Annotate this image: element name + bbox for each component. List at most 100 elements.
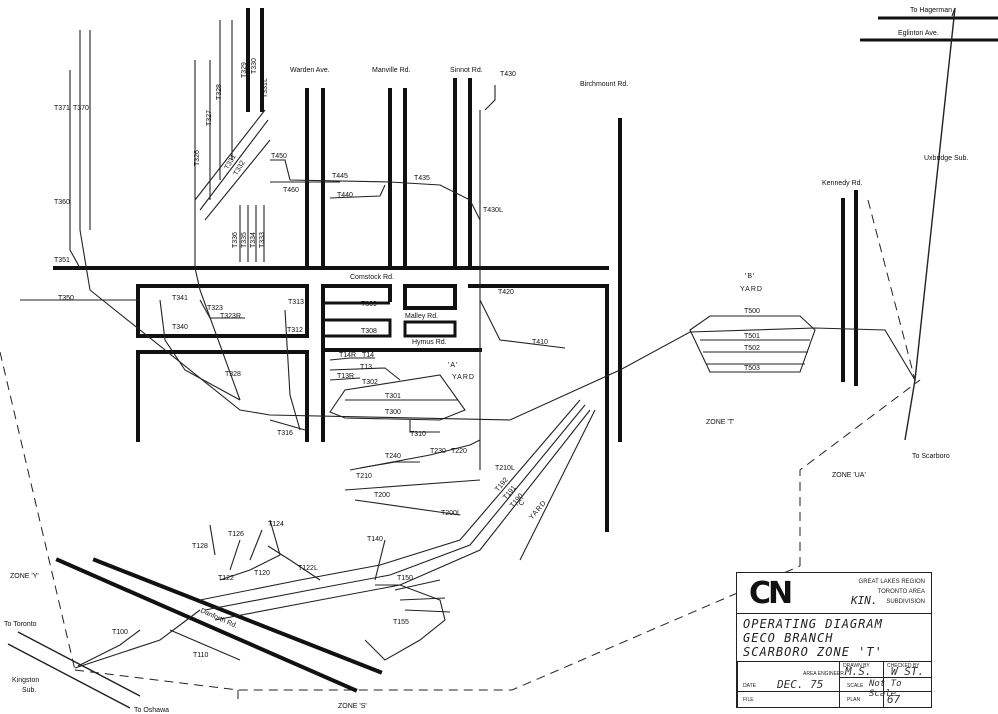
- zone-ua-label: ZONE 'UA': [832, 472, 866, 479]
- scale-value: Not To Scale: [869, 679, 902, 699]
- kennedy-rd-label: Kennedy Rd.: [822, 180, 863, 187]
- track-t140: T140: [367, 536, 383, 543]
- track-t128: T128: [192, 543, 208, 550]
- track-t120: T120: [254, 570, 270, 577]
- track-t150: T150: [397, 575, 413, 582]
- track-t312: T312: [287, 327, 303, 334]
- track-t240: T240: [385, 453, 401, 460]
- track-t230: T230: [430, 448, 446, 455]
- kingston-label: Kingston: [12, 677, 39, 684]
- subdivision-label: SUBDIVISION: [886, 599, 925, 605]
- track-t323: T323: [207, 305, 223, 312]
- track-t450: T450: [271, 153, 287, 160]
- track-t100: T100: [112, 629, 128, 636]
- area-engineer-label: AREA ENGINEER: [803, 671, 844, 677]
- track-t335: T335: [241, 232, 248, 248]
- track-t313: T313: [288, 299, 304, 306]
- track-t328: T328: [225, 371, 241, 378]
- title-line-3: SCARBORO ZONE 'T': [743, 645, 883, 659]
- track-t309: T309: [361, 301, 377, 308]
- cn-logo: CN: [749, 576, 793, 611]
- track-t336: T336: [232, 232, 239, 248]
- divider: [839, 661, 840, 707]
- file-label: FILE: [743, 697, 754, 703]
- drawn-by-label: DRAWN BY: [843, 663, 870, 669]
- track-t351: T351: [54, 257, 70, 264]
- track-t430: T430: [500, 71, 516, 78]
- track-t155: T155: [393, 619, 409, 626]
- track-t200: T200: [374, 492, 390, 499]
- track-t370: T370: [73, 105, 89, 112]
- divider: [883, 661, 884, 707]
- track-t210: T210: [356, 473, 372, 480]
- north-arrow: [951, 7, 956, 17]
- track-t329: T329: [241, 62, 248, 78]
- comstock-rd-label: Comstock Rd.: [350, 274, 394, 281]
- checked-by-value: W ST.: [891, 665, 925, 678]
- track-t323r: T323R: [220, 313, 241, 320]
- eglinton-ave-label: Eglinton Ave.: [898, 30, 939, 37]
- track-t460: T460: [283, 187, 299, 194]
- divider: [737, 661, 931, 662]
- track-t420: T420: [498, 289, 514, 296]
- sinnot-rd-label: Sinnot Rd.: [450, 67, 483, 74]
- to-toronto-label: To Toronto: [4, 621, 37, 628]
- track-t210l: T210L: [495, 465, 515, 472]
- manville-rd-label: Manville Rd.: [372, 67, 411, 74]
- track-t122: T122: [218, 575, 234, 582]
- uxbridge-sub-label: Uxbridge Sub.: [924, 155, 968, 162]
- plan-label: PLAN: [847, 697, 861, 703]
- track-t14r: T14R: [339, 352, 356, 359]
- date-label: DATE: [743, 683, 756, 689]
- track-t501: T501: [744, 333, 760, 340]
- track-t122l: T122L: [298, 565, 318, 572]
- track-t334: T334: [250, 232, 257, 248]
- track-t360: T360: [54, 199, 70, 206]
- track-t440: T440: [337, 192, 353, 199]
- plan-value: 67: [887, 693, 901, 706]
- track-t503: T503: [744, 365, 760, 372]
- track-t13r: T13R: [337, 373, 354, 380]
- zone-labels: ZONE 'Y' ZONE 'T' ZONE 'UA' ZONE 'S': [10, 419, 866, 710]
- track-t301: T301: [385, 393, 401, 400]
- road-labels: Warden Ave. Manville Rd. Sinnot Rd. Birc…: [4, 7, 968, 714]
- track-t330: T330: [251, 58, 258, 74]
- divider: [737, 661, 738, 707]
- title-line-2: GECO BRANCH: [743, 631, 834, 645]
- drawn-by-value: M.S.: [845, 665, 872, 678]
- danforth-rd-label: Danforth Rd.: [199, 607, 238, 630]
- to-hagerman-label: To Hagerman: [910, 7, 952, 14]
- track-t410: T410: [532, 339, 548, 346]
- track-t333: T333: [259, 232, 266, 248]
- track-t435: T435: [414, 175, 430, 182]
- track-t331l: T331L: [262, 78, 269, 98]
- track-t328-top: T328: [216, 84, 223, 100]
- zone-s-label: ZONE 'S': [338, 703, 367, 710]
- track-t220: T220: [451, 448, 467, 455]
- kingston-sub-line: [7, 631, 141, 709]
- zone-boundaries: [0, 199, 921, 704]
- date-value: DEC. 75: [777, 678, 824, 691]
- track-t200l: T200L: [441, 510, 461, 517]
- track-t502: T502: [744, 345, 760, 352]
- b-yard-word: YARD: [740, 286, 763, 293]
- track-t308: T308: [361, 328, 377, 335]
- track-t310: T310: [410, 431, 426, 438]
- to-scarboro-label: To Scarboro: [912, 453, 950, 460]
- track-t126: T126: [228, 531, 244, 538]
- track-t500: T500: [744, 308, 760, 315]
- track-t300: T300: [385, 409, 401, 416]
- divider: [737, 613, 931, 614]
- malley-rd-label: Malley Rd.: [405, 313, 438, 320]
- subdivision-name: KIN.: [851, 594, 878, 607]
- track-t124: T124: [268, 521, 284, 528]
- zone-t-label: ZONE 'T': [706, 419, 734, 426]
- divider: [737, 691, 931, 692]
- track-t14: T14: [362, 352, 374, 359]
- region-label: GREAT LAKES REGION: [858, 579, 925, 585]
- track-t445: T445: [332, 173, 348, 180]
- scale-label: SCALE: [847, 683, 864, 689]
- track-t350: T350: [58, 295, 74, 302]
- track-t327: T327: [206, 110, 213, 126]
